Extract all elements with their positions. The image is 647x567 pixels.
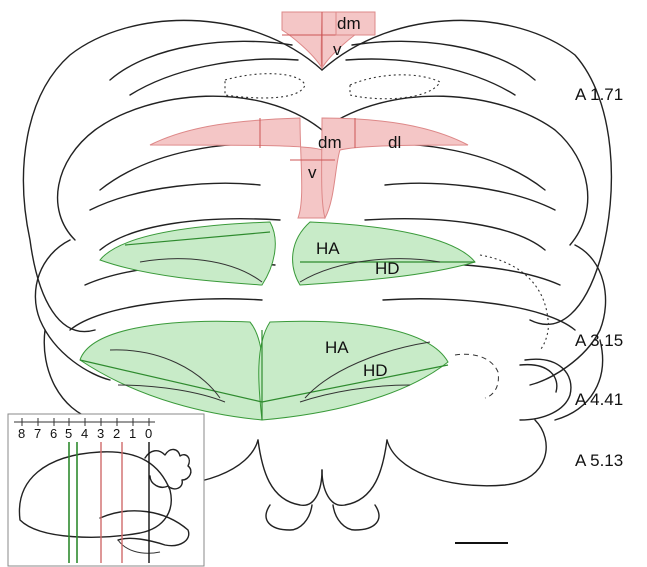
- level-label-a513: A 5.13: [575, 451, 623, 470]
- label-upper-v: v: [333, 40, 342, 59]
- inset-panel: 8 7 6 5 4 3 2 1 0: [8, 414, 204, 566]
- label-ha-lower: HA: [325, 338, 349, 357]
- tick-label-8: 8: [18, 426, 25, 441]
- level-labels: A 1.71 A 3.15 A 4.41 A 5.13: [575, 85, 623, 470]
- label-mid-dm: dm: [318, 133, 342, 152]
- pink-region-mid-left: [150, 118, 327, 218]
- tick-label-5: 5: [65, 426, 72, 441]
- label-hd-upper: HD: [375, 259, 400, 278]
- label-mid-v: v: [308, 163, 317, 182]
- tick-label-2: 2: [113, 426, 120, 441]
- label-ha-upper: HA: [316, 239, 340, 258]
- green-region-lower-left: [80, 321, 264, 420]
- tick-label-6: 6: [50, 426, 57, 441]
- hippocampal-regions: [150, 12, 468, 218]
- tick-label-4: 4: [81, 426, 88, 441]
- level-label-a441: A 4.41: [575, 390, 623, 409]
- hyperpallium-regions: [80, 222, 475, 420]
- tick-label-3: 3: [97, 426, 104, 441]
- label-upper-dm: dm: [337, 14, 361, 33]
- green-region-upper-left: [100, 222, 275, 285]
- tick-label-0: 0: [145, 426, 152, 441]
- label-mid-dl: dl: [388, 133, 401, 152]
- inset-tick-labels: 8 7 6 5 4 3 2 1 0: [18, 426, 152, 441]
- label-hd-lower: HD: [363, 361, 388, 380]
- level-label-a315: A 3.15: [575, 331, 623, 350]
- tick-label-7: 7: [34, 426, 41, 441]
- tick-label-1: 1: [129, 426, 136, 441]
- level-label-a171: A 1.71: [575, 85, 623, 104]
